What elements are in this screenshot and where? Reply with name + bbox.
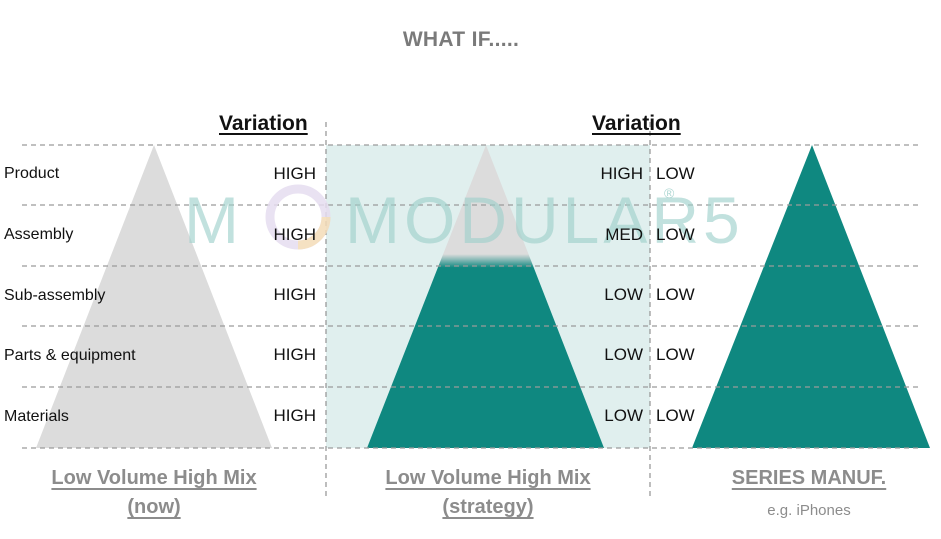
row-label-sub-assembly: Sub-assembly bbox=[4, 287, 106, 304]
row-label-parts-equipment: Parts & equipment bbox=[4, 347, 136, 364]
footer-strategy-line2: (strategy) bbox=[442, 496, 534, 518]
level-now-assembly: HIGH bbox=[273, 225, 317, 244]
svg-text:M: M bbox=[184, 183, 245, 257]
level-series-assembly: LOW bbox=[656, 225, 695, 244]
level-now-materials: HIGH bbox=[273, 406, 317, 425]
level-strategy-parts-equipment: LOW bbox=[604, 345, 643, 364]
footer-now-line1: Low Volume High Mix bbox=[51, 467, 257, 489]
page-title: WHAT IF..... bbox=[402, 28, 520, 51]
level-now-sub-assembly: HIGH bbox=[273, 285, 317, 304]
variation-heading-left: Variation bbox=[219, 112, 308, 135]
pyramid-strategy bbox=[367, 145, 604, 448]
footer-now: Low Volume High Mix (now) bbox=[4, 464, 304, 522]
row-label-product: Product bbox=[4, 165, 60, 182]
row-label-materials: Materials bbox=[4, 408, 69, 425]
registered-mark: ® bbox=[664, 185, 675, 201]
logo-ring-accent-icon bbox=[297, 216, 331, 250]
level-strategy-assembly: MED bbox=[605, 225, 643, 244]
watermark-text: MODULAR5 bbox=[345, 183, 744, 257]
level-strategy-materials: LOW bbox=[604, 406, 643, 425]
variation-heading-middle: Variation bbox=[592, 112, 681, 135]
series-note: e.g. iPhones bbox=[767, 502, 851, 519]
level-now-parts-equipment: HIGH bbox=[273, 345, 317, 364]
footer-series: SERIES MANUF. bbox=[659, 464, 941, 493]
level-strategy-sub-assembly: LOW bbox=[604, 285, 643, 304]
level-strategy-product: HIGH bbox=[600, 164, 644, 183]
footer-strategy-line1: Low Volume High Mix bbox=[385, 467, 591, 489]
level-series-materials: LOW bbox=[656, 406, 695, 425]
level-series-product: LOW bbox=[656, 164, 695, 183]
footer-now-line2: (now) bbox=[127, 496, 181, 518]
level-now-product: HIGH bbox=[273, 164, 317, 183]
pyramid-series bbox=[692, 145, 930, 448]
footer-series-line1: SERIES MANUF. bbox=[731, 467, 887, 489]
level-series-parts-equipment: LOW bbox=[656, 345, 695, 364]
footer-strategy: Low Volume High Mix (strategy) bbox=[338, 464, 638, 522]
pyramid-now bbox=[36, 145, 272, 448]
row-label-assembly: Assembly bbox=[4, 226, 74, 243]
level-series-sub-assembly: LOW bbox=[656, 285, 695, 304]
modular5-watermark-logo: M MODULAR5 ® bbox=[184, 183, 744, 257]
